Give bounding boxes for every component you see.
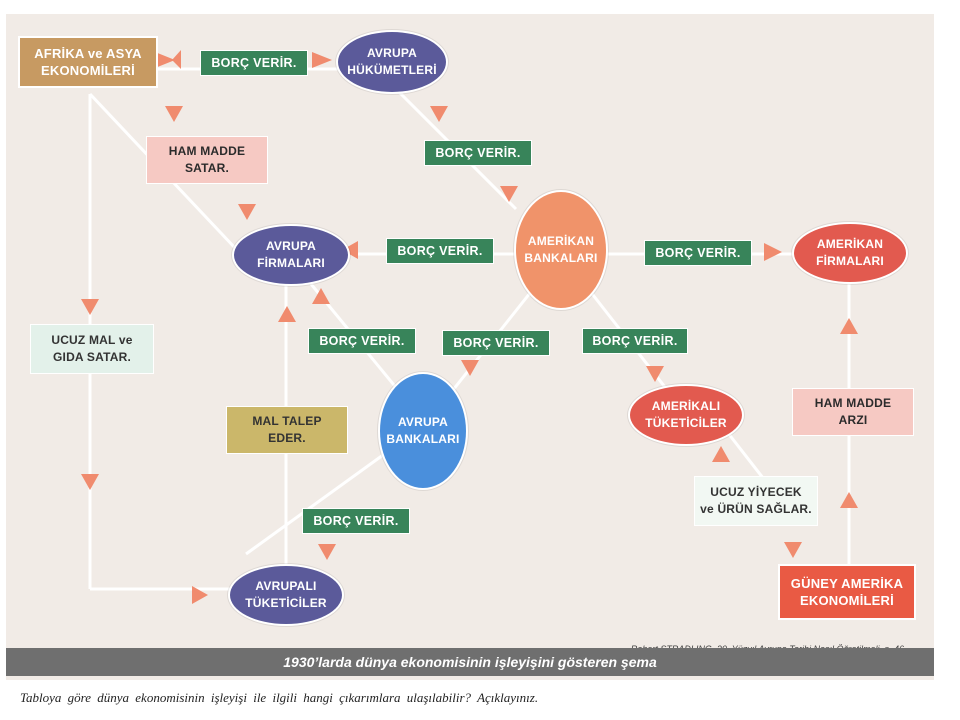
node-amerikan-firmalari: AMERİKAN FİRMALARI bbox=[792, 222, 908, 284]
arrowhead bbox=[712, 446, 730, 462]
arrowhead bbox=[81, 474, 99, 490]
borc-verir-label: BORÇ VERİR. bbox=[582, 328, 688, 354]
arrowhead bbox=[238, 204, 256, 220]
question-text: Tabloya göre dünya ekonomisinin işleyişi… bbox=[20, 690, 539, 705]
arrowhead bbox=[840, 318, 858, 334]
node-ham-madde-satar: HAM MADDE SATAR. bbox=[146, 136, 268, 184]
borc-verir-label: BORÇ VERİR. bbox=[308, 328, 416, 354]
node-avrupali-tuketiciler: AVRUPALI TÜKETİCİLER bbox=[228, 564, 344, 626]
borc-verir-label: BORÇ VERİR. bbox=[302, 508, 410, 534]
arrowhead bbox=[278, 306, 296, 322]
node-afrika-asya-ekonomileri: AFRİKA ve ASYA EKONOMİLERİ bbox=[18, 36, 158, 88]
node-avrupa-bankalari: AVRUPA BANKALARI bbox=[378, 372, 468, 490]
node-ham-madde-arzi: HAM MADDE ARZI bbox=[792, 388, 914, 436]
arrowhead bbox=[764, 243, 782, 261]
arrowhead bbox=[165, 106, 183, 122]
arrowhead bbox=[646, 366, 664, 382]
node-ucuz-mal-gida-satar: UCUZ MAL ve GIDA SATAR. bbox=[30, 324, 154, 374]
figure-caption: 1930’larda dünya ekonomisinin işleyişini… bbox=[6, 648, 934, 676]
arrowhead bbox=[430, 106, 448, 122]
arrowhead bbox=[500, 186, 518, 202]
arrowhead bbox=[312, 288, 330, 304]
arrowhead bbox=[81, 299, 99, 315]
arrowheads bbox=[81, 50, 858, 604]
arrowhead bbox=[172, 50, 181, 69]
arrowhead bbox=[192, 586, 208, 604]
borc-verir-label: BORÇ VERİR. bbox=[424, 140, 532, 166]
node-amerikan-bankalari: AMERİKAN BANKALARI bbox=[514, 190, 608, 310]
borc-verir-label: BORÇ VERİR. bbox=[442, 330, 550, 356]
arrowhead bbox=[155, 52, 175, 68]
node-mal-talep-eder: MAL TALEP EDER. bbox=[226, 406, 348, 454]
node-guney-amerika-ekonomileri: GÜNEY AMERİKA EKONOMİLERİ bbox=[778, 564, 916, 620]
node-avrupa-firmalari: AVRUPA FİRMALARI bbox=[232, 224, 350, 286]
borc-verir-label: BORÇ VERİR. bbox=[386, 238, 494, 264]
arrowhead bbox=[312, 52, 332, 68]
arrowhead bbox=[318, 544, 336, 560]
arrowhead bbox=[784, 542, 802, 558]
borc-verir-label: BORÇ VERİR. bbox=[200, 50, 308, 76]
borc-verir-label: BORÇ VERİR. bbox=[644, 240, 752, 266]
node-amerikali-tuketiciler: AMERİKALI TÜKETİCİLER bbox=[628, 384, 744, 446]
arrowhead bbox=[342, 241, 358, 259]
node-ucuz-yiyecek-urun-saglar: UCUZ YİYECEK ve ÜRÜN SAĞLAR. bbox=[694, 476, 818, 526]
node-avrupa-hukumetleri: AVRUPA HÜKÜMETLERİ bbox=[336, 30, 448, 94]
diagram-frame: AFRİKA ve ASYA EKONOMİLERİ AVRUPA HÜKÜME… bbox=[6, 14, 934, 680]
arrowhead bbox=[461, 360, 479, 376]
arrowhead bbox=[840, 492, 858, 508]
